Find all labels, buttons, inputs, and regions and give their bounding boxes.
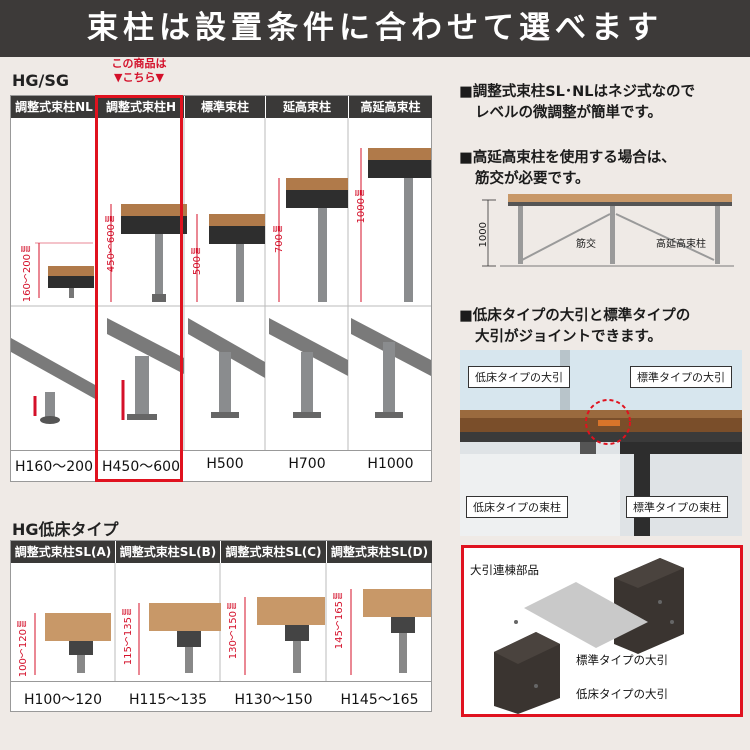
brace-label: 筋交: [576, 239, 596, 250]
hg-sg-illustrations: [11, 118, 431, 450]
note-screw-adjust: ■調整式束柱SL･NLはネジ式なので レベルの微調整が簡単です。: [459, 84, 696, 121]
label-std-post: 標準タイプの束柱: [626, 496, 728, 518]
footer-nl: H160〜200: [15, 459, 93, 475]
footer-high-extended: H1000: [367, 456, 414, 472]
brace-diagram: [482, 194, 734, 267]
dim-sl-a: 100〜120㎜: [18, 619, 29, 678]
page-title: 束柱は設置条件に合わせて選べます: [0, 0, 750, 57]
note-brace-required: ■高延高束柱を使用する場合は、 筋交が必要です。: [459, 150, 676, 187]
dim-standard: 500㎜: [192, 246, 203, 276]
high-extended-post-side-view: [360, 148, 431, 302]
high-post-label: 高延高束柱: [656, 239, 706, 250]
h-post-side-view: [110, 204, 187, 302]
this-product-badge: この商品は ▼こちら▼: [97, 57, 181, 85]
footer-h: H450〜600: [102, 459, 180, 475]
header-sl-b: 調整式束柱SL(B): [116, 541, 220, 563]
dim-extended: 700㎜: [274, 224, 285, 254]
hg-low-illustrations: [34, 563, 431, 681]
header-standard: 標準束柱: [185, 96, 265, 118]
brace-height-label: 1000: [478, 222, 489, 248]
header-h: 調整式束柱H: [98, 96, 184, 118]
sl-d-drawing: [350, 589, 431, 675]
footer-sl-b: H115〜135: [129, 692, 207, 708]
dim-nl: 160〜200㎜: [22, 244, 33, 303]
standard-post-perspective: [188, 318, 265, 418]
dim-sl-c: 130〜150㎜: [228, 601, 239, 660]
sl-a-drawing: [34, 613, 111, 675]
joint-detail-box: 大引連棟部品 標準タイプの大引 低床タイプの大引: [461, 545, 743, 717]
sl-b-drawing: [138, 603, 221, 675]
selected-product-highlight: [95, 95, 183, 482]
footer-standard: H500: [206, 456, 244, 472]
dim-sl-d: 145〜165㎜: [334, 591, 345, 650]
label-detail-std-beam: 標準タイプの大引: [576, 653, 668, 667]
hg-sg-table: 調整式束柱NL 調整式束柱H 標準束柱 延高束柱 高延高束柱: [10, 95, 432, 482]
footer-sl-a: H100〜120: [24, 692, 102, 708]
header-sl-d: 調整式束柱SL(D): [327, 541, 432, 563]
dim-sl-b: 115〜135㎜: [123, 607, 134, 666]
section-label-hg-sg: HG/SG: [12, 71, 70, 90]
footer-sl-d: H145〜165: [340, 692, 419, 708]
nl-post-perspective: [11, 338, 97, 424]
header-high-extended: 高延高束柱: [349, 96, 432, 118]
footer-extended: H700: [288, 456, 326, 472]
header-extended: 延高束柱: [266, 96, 348, 118]
header-sl-c: 調整式束柱SL(C): [221, 541, 326, 563]
label-detail-low-beam: 低床タイプの大引: [576, 687, 668, 701]
header-sl-a: 調整式束柱SL(A): [11, 541, 115, 563]
label-connector: 大引連棟部品: [470, 563, 539, 577]
sl-c-drawing: [244, 597, 325, 675]
dim-high-extended: 1000㎜: [356, 188, 367, 224]
label-std-beam: 標準タイプの大引: [630, 366, 732, 388]
standard-post-side-view: [196, 214, 265, 302]
label-low-post: 低床タイプの束柱: [466, 496, 568, 518]
h-post-perspective: [107, 318, 184, 420]
footer-sl-c: H130〜150: [234, 692, 313, 708]
extended-post-perspective: [269, 318, 348, 418]
extended-post-side-view: [278, 178, 348, 302]
badge-line-2: ▼こちら▼: [114, 71, 164, 84]
badge-line-1: この商品は: [111, 57, 167, 70]
label-low-beam: 低床タイプの大引: [468, 366, 570, 388]
high-extended-post-perspective: [351, 318, 431, 418]
joint-photo: 低床タイプの大引 標準タイプの大引 低床タイプの束柱 標準タイプの束柱: [460, 350, 742, 536]
nl-post-side-view: [35, 242, 94, 298]
header-nl: 調整式束柱NL: [11, 96, 97, 118]
hg-low-table: 調整式束柱SL(A) 調整式束柱SL(B) 調整式束柱SL(C) 調整式束柱SL…: [10, 540, 432, 712]
section-label-hg-low: HG低床タイプ: [12, 520, 119, 539]
joint-detail-drawing: [494, 558, 684, 714]
note-beam-joint: ■低床タイプの大引と標準タイプの 大引がジョイントできます。: [459, 308, 691, 345]
